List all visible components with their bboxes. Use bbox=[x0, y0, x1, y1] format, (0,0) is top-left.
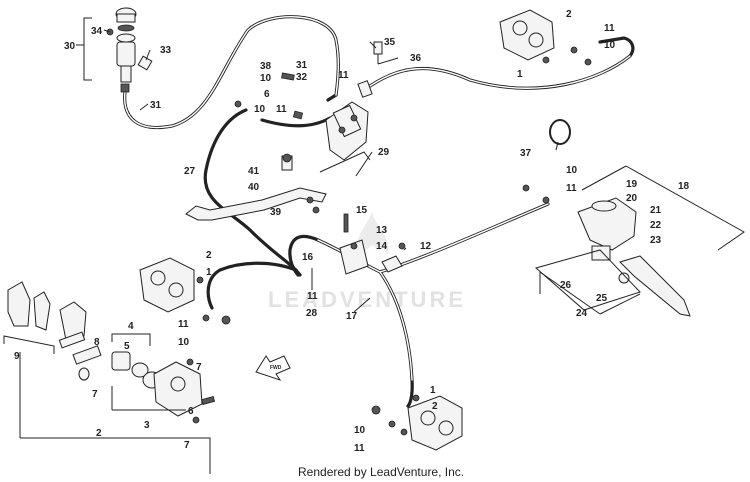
callout-11d: 11 bbox=[604, 23, 615, 34]
callout-37: 37 bbox=[520, 148, 532, 159]
reservoir-assembly bbox=[106, 7, 153, 93]
callout-16: 16 bbox=[302, 252, 314, 263]
callout-26: 26 bbox=[560, 280, 572, 291]
handlebar-master-cylinder bbox=[522, 184, 691, 317]
watermark-text: LEADVENTURE bbox=[268, 287, 466, 312]
callout-11c: 11 bbox=[307, 291, 318, 302]
callout-33: 33 bbox=[160, 45, 172, 56]
callout-23: 23 bbox=[650, 235, 662, 246]
callout-28: 28 bbox=[306, 308, 318, 319]
callout-36: 36 bbox=[410, 53, 422, 64]
callout-9: 9 bbox=[14, 351, 20, 362]
forward-arrow-text: FWD bbox=[270, 365, 282, 371]
clip-37 bbox=[549, 119, 571, 145]
callout-34: 34 bbox=[91, 26, 103, 37]
callout-40: 40 bbox=[248, 182, 260, 193]
callout-27: 27 bbox=[184, 166, 196, 177]
callout-22: 22 bbox=[650, 220, 662, 231]
callout-10e: 10 bbox=[178, 337, 190, 348]
callout-13: 13 bbox=[376, 225, 388, 236]
callout-11f: 11 bbox=[178, 319, 189, 330]
callout-11g: 11 bbox=[354, 443, 365, 454]
callout-29: 29 bbox=[378, 147, 390, 158]
forward-arrow: FWD bbox=[255, 355, 291, 381]
callout-10c: 10 bbox=[604, 40, 616, 51]
callout-14: 14 bbox=[376, 241, 388, 252]
callout-41: 41 bbox=[248, 166, 260, 177]
callout-7b: 7 bbox=[92, 389, 98, 400]
callout-18: 18 bbox=[678, 181, 690, 192]
callout-10d: 10 bbox=[566, 165, 578, 176]
watermark: LEADVENTURE bbox=[268, 212, 466, 312]
callout-31b: 31 bbox=[296, 60, 308, 71]
caliper-bottom bbox=[371, 394, 463, 451]
callout-24: 24 bbox=[576, 308, 588, 319]
callout-1c: 1 bbox=[430, 385, 436, 396]
callout-7c: 7 bbox=[184, 440, 190, 451]
caliper-exploded-lower-left bbox=[7, 281, 216, 424]
callout-38: 38 bbox=[260, 61, 272, 72]
callout-10f: 10 bbox=[354, 425, 366, 436]
brake-pedal bbox=[185, 153, 327, 221]
callout-7a: 7 bbox=[196, 362, 202, 373]
callout-31a: 31 bbox=[150, 100, 162, 111]
caliper-top-right bbox=[499, 9, 592, 66]
callout-17: 17 bbox=[346, 311, 358, 322]
callout-8: 8 bbox=[94, 337, 100, 348]
callout-4: 4 bbox=[128, 321, 134, 332]
callout-35: 35 bbox=[384, 37, 396, 48]
callout-1a: 1 bbox=[517, 69, 523, 80]
callout-2c: 2 bbox=[96, 428, 102, 439]
callout-21: 21 bbox=[650, 205, 662, 216]
callout-2d: 2 bbox=[432, 401, 438, 412]
callout-20: 20 bbox=[626, 193, 638, 204]
callout-3: 3 bbox=[144, 420, 150, 431]
callout-39: 39 bbox=[270, 207, 282, 218]
callout-1b: 1 bbox=[206, 267, 212, 278]
callout-2a: 2 bbox=[566, 9, 572, 20]
callouts: 30 34 33 31 38 10 31 32 11 35 36 6 10 11… bbox=[14, 9, 690, 454]
junction-block bbox=[339, 213, 406, 275]
callout-6b: 6 bbox=[188, 406, 194, 417]
callout-19: 19 bbox=[626, 179, 638, 190]
callout-32: 32 bbox=[296, 72, 308, 83]
callout-11a: 11 bbox=[338, 70, 349, 81]
callout-15: 15 bbox=[356, 205, 368, 216]
callout-5: 5 bbox=[124, 341, 130, 352]
master-cylinder bbox=[234, 41, 383, 161]
callout-25: 25 bbox=[596, 293, 608, 304]
caliper-left bbox=[139, 257, 231, 325]
callout-10b: 10 bbox=[254, 104, 266, 115]
callout-11e: 11 bbox=[566, 183, 577, 194]
callout-11b: 11 bbox=[276, 104, 287, 115]
credit-text: Rendered by LeadVenture, Inc. bbox=[298, 465, 464, 479]
brake-lines bbox=[123, 15, 635, 408]
callout-2b: 2 bbox=[206, 250, 212, 261]
callout-10a: 10 bbox=[260, 73, 272, 84]
callout-12: 12 bbox=[420, 241, 432, 252]
callout-6a: 6 bbox=[264, 89, 270, 100]
callout-30: 30 bbox=[64, 41, 76, 52]
group-brackets bbox=[3, 17, 745, 474]
